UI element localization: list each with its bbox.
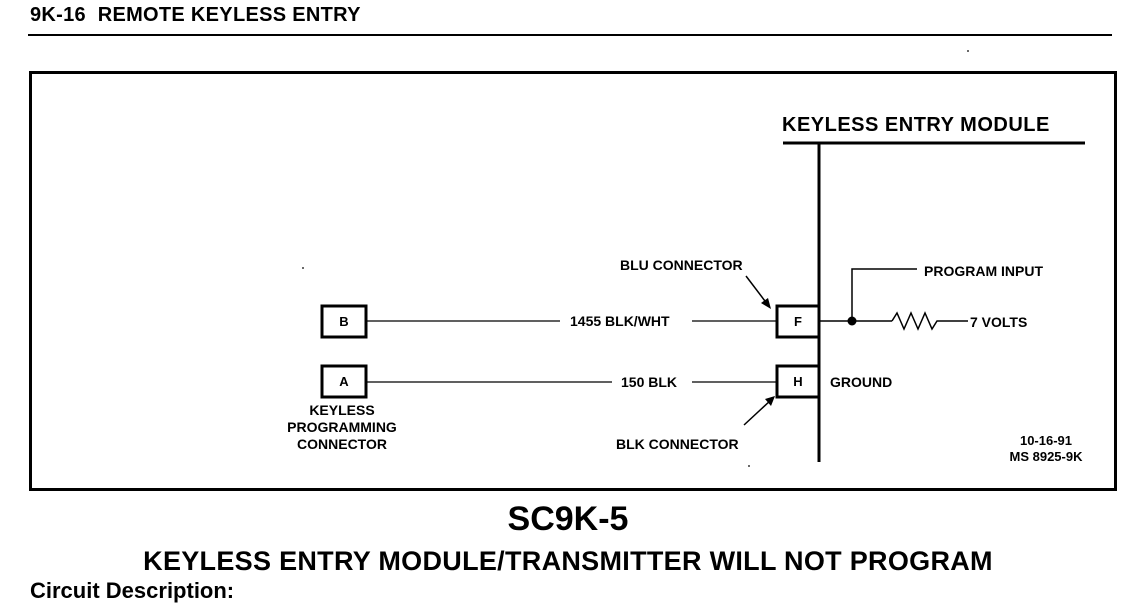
chart-title: KEYLESS ENTRY MODULE/TRANSMITTER WILL NO… — [143, 546, 993, 576]
chart-code: SC9K-5 — [507, 500, 629, 538]
left-pin-b: B — [339, 314, 349, 329]
left-pin-a: A — [339, 374, 349, 389]
module-pin-h: H — [793, 374, 803, 389]
wire-1455-label: 1455 BLK/WHT — [570, 313, 670, 329]
connector-label-line-3: CONNECTOR — [297, 436, 387, 452]
header-rule — [28, 34, 1112, 36]
diagram-date: 10-16-91 — [1019, 433, 1073, 448]
left-pin-b-box — [320, 304, 368, 339]
keyless-programming-connector-label: KEYLESS PROGRAMMING CONNECTOR — [272, 402, 412, 453]
section-title: REMOTE KEYLESS ENTRY — [97, 4, 361, 26]
module-label: KEYLESS ENTRY MODULE — [782, 114, 1050, 136]
blu-arrow-line — [745, 275, 769, 306]
connector-label-line-1: KEYLESS — [309, 402, 375, 418]
wire-150-label: 150 BLK — [621, 374, 678, 390]
module-pin-f: F — [794, 314, 802, 329]
resistor-symbol — [891, 311, 968, 331]
diagram-reference: 10-16-91 MS 8925-9K — [986, 433, 1106, 465]
connector-label-line-2: PROGRAMMING — [287, 419, 397, 435]
speck — [967, 50, 969, 52]
blu-connector-label: BLU CONNECTOR — [620, 257, 743, 273]
section-number: 9K-16 — [30, 4, 86, 26]
program-input-label: PROGRAM INPUT — [924, 263, 1043, 279]
blu-arrow-head — [761, 298, 771, 309]
speck — [748, 465, 750, 467]
diagram-frame — [29, 71, 1117, 491]
diagram-ms-number: MS 8925-9K — [1009, 449, 1083, 464]
circuit-description-heading: Circuit Description: — [30, 578, 235, 603]
voltage-label: 7 VOLTS — [970, 314, 1028, 330]
blk-connector-label: BLK CONNECTOR — [616, 436, 739, 452]
page-header: 9K-16 REMOTE KEYLESS ENTRY — [30, 4, 361, 27]
program-input-lead — [851, 268, 917, 321]
blk-arrow-head — [765, 396, 775, 406]
ground-label: GROUND — [830, 374, 893, 390]
speck — [302, 267, 304, 269]
blk-arrow-line — [743, 399, 772, 426]
